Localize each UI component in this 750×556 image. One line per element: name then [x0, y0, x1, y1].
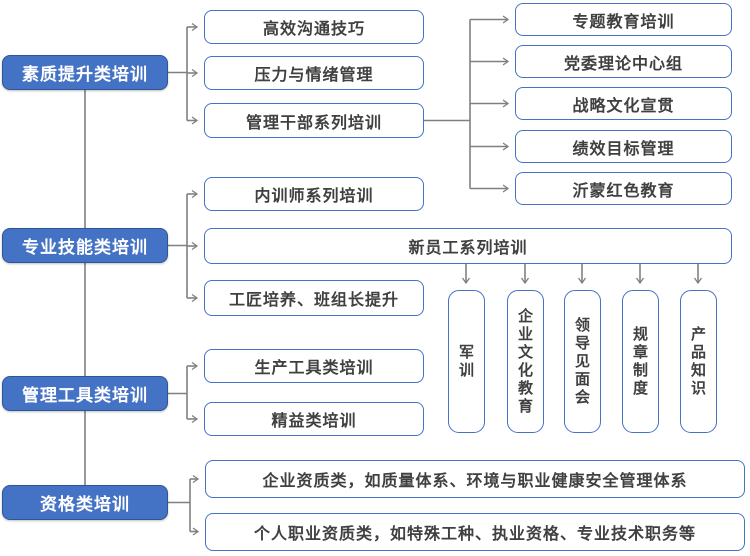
node-special-topic-education: 专题教育培训 [515, 3, 732, 36]
node-performance-goal-management: 绩效目标管理 [515, 130, 732, 163]
node-internal-trainer-training: 内训师系列培训 [204, 177, 424, 211]
node-production-tools-training: 生产工具类培训 [204, 349, 424, 383]
node-yimeng-red-education: 沂蒙红色教育 [515, 172, 732, 205]
category-management-tools-training: 管理工具类培训 [2, 376, 168, 411]
node-enterprise-qualification: 企业资质类，如质量体系、环境与职业健康安全管理体系 [205, 460, 745, 498]
node-new-employee-training: 新员工系列培训 [204, 228, 732, 264]
node-leadership-meeting: 领导见面会 [564, 290, 601, 433]
node-management-cadre-training: 管理干部系列培训 [204, 103, 424, 138]
node-efficient-communication: 高效沟通技巧 [204, 10, 424, 44]
node-lean-training: 精益类培训 [204, 402, 424, 436]
node-product-knowledge: 产品知识 [680, 290, 717, 433]
category-qualification-training: 资格类培训 [2, 485, 168, 520]
node-corporate-culture-education: 企业文化教育 [507, 290, 544, 433]
node-personal-qualification: 个人职业资质类，如特殊工种、执业资格、专业技术职务等 [205, 513, 745, 551]
category-quality-improvement-training: 素质提升类培训 [2, 55, 168, 90]
node-rules-regulations: 规章制度 [622, 290, 659, 433]
node-craftsman-team-leader: 工匠培养、班组长提升 [204, 280, 424, 316]
node-military-training: 军训 [448, 290, 485, 433]
category-professional-skills-training: 专业技能类培训 [2, 228, 168, 263]
node-strategy-culture-promotion: 战略文化宣贯 [515, 87, 732, 120]
node-party-committee-theory-group: 党委理论中心组 [515, 45, 732, 78]
node-stress-emotion-management: 压力与情绪管理 [204, 56, 424, 90]
